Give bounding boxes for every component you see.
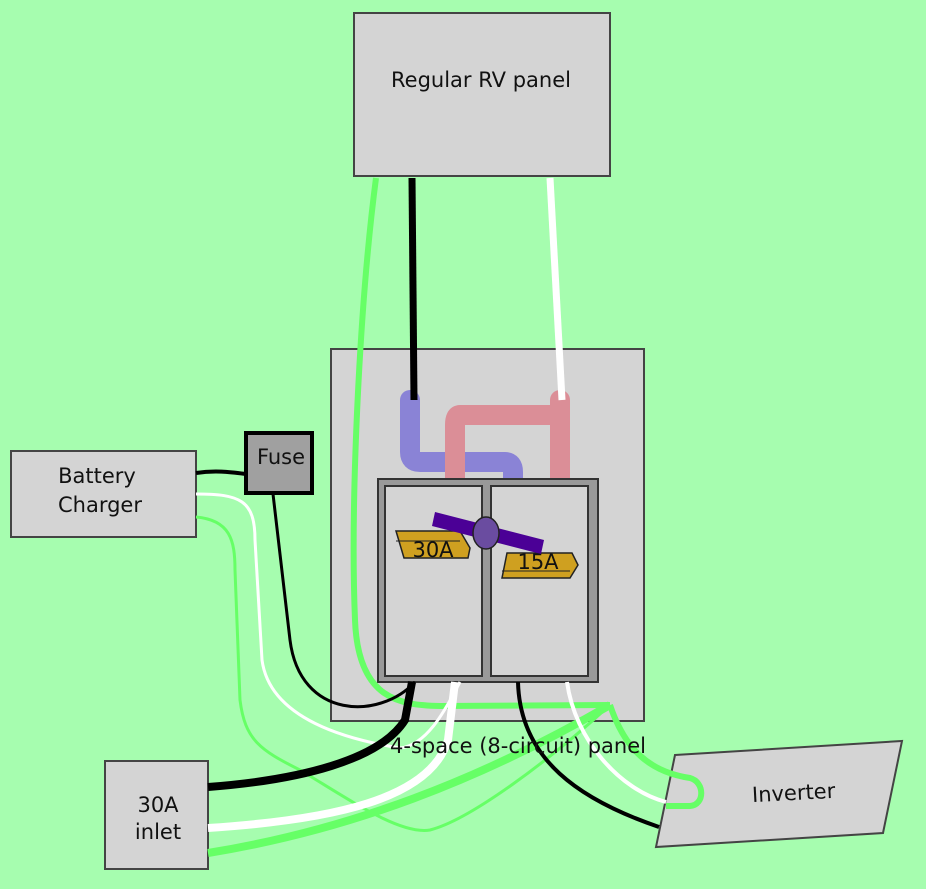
bus-bars: [400, 390, 570, 495]
sub-panel-label: 4-space (8-circuit) panel: [390, 734, 646, 758]
inlet-neutral-wire: [207, 681, 459, 832]
interlock-plate[interactable]: [432, 512, 544, 554]
battery-charger-line1: Battery: [58, 464, 136, 488]
battery-charger: Battery Charger: [10, 450, 197, 538]
fuse: Fuse: [244, 431, 314, 495]
breaker-frame: [377, 478, 599, 683]
fuse-label: Fuse: [257, 445, 305, 469]
inlet-line1: 30A: [137, 793, 179, 817]
breaker-15a: 15A: [501, 550, 579, 579]
inverter-label: Inverter: [751, 779, 836, 807]
rv-panel-label: Regular RV panel: [391, 68, 571, 92]
inverter-neutral-wire: [565, 681, 667, 804]
inlet-hot-wire: [207, 681, 416, 791]
inlet-line2: inlet: [135, 820, 181, 844]
inlet-ground-wire: [207, 701, 612, 857]
charger-ground-wire: [195, 515, 612, 832]
inverter-ground-wire: [607, 704, 705, 809]
fuse-to-panel-hot-wire: [271, 493, 417, 709]
rv-neutral-wire: [546, 177, 566, 401]
battery-charger-line2: Charger: [58, 493, 142, 517]
rv-ground-wire: [350, 177, 611, 710]
rv-hot-wire: [408, 177, 418, 401]
breaker-15a-label: 15A: [517, 550, 559, 574]
inlet-30a: 30A inlet: [104, 760, 209, 870]
charger-to-fuse-wire: [195, 469, 247, 476]
neutral-bus: [445, 390, 570, 495]
breaker-30a: 30A: [394, 530, 471, 562]
rv-panel: Regular RV panel: [353, 12, 611, 177]
charger-neutral-wire: [195, 492, 462, 750]
breaker-30a-label: 30A: [412, 538, 454, 562]
inverter: Inverter: [654, 739, 904, 849]
inverter-hot-wire: [516, 681, 660, 829]
